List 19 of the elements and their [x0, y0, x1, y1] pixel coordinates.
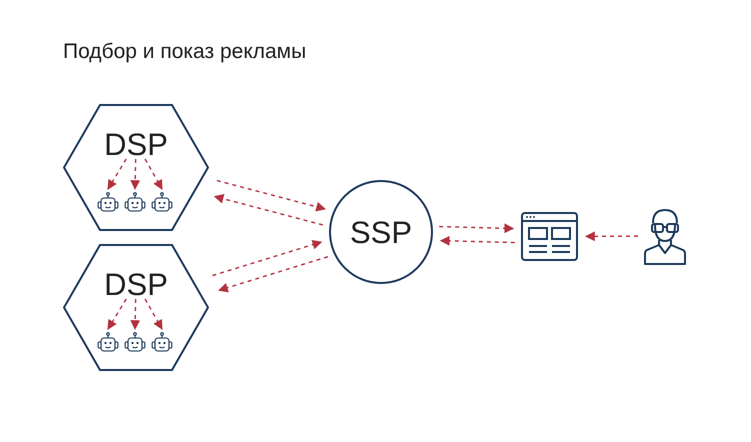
dashed-arrow — [144, 158, 163, 190]
dashed-arrow — [585, 231, 638, 242]
dashed-arrow — [144, 298, 163, 330]
node-label: DSP — [104, 129, 168, 160]
dashed-arrow — [130, 298, 140, 330]
dashed-arrow — [218, 256, 328, 292]
dashed-arrow — [439, 223, 514, 234]
dashed-arrow — [212, 240, 322, 276]
dashed-arrow — [216, 180, 326, 212]
node-label: DSP — [104, 269, 168, 300]
hexagon-node — [63, 104, 209, 231]
hexagon-node — [63, 244, 209, 371]
dashed-arrow — [130, 158, 140, 190]
dashed-arrow — [107, 158, 127, 190]
title: Подбор и показ рекламы — [63, 39, 306, 65]
dashed-arrow — [107, 298, 127, 330]
node-label: SSP — [350, 216, 412, 248]
dashed-arrow — [440, 236, 515, 246]
dashed-arrow — [214, 194, 324, 226]
